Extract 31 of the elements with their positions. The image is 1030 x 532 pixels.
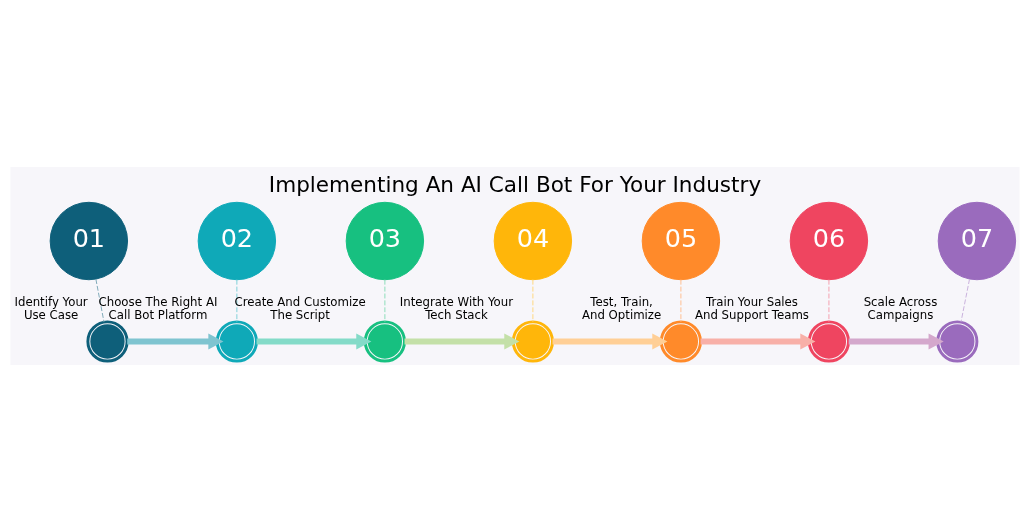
node-label: Scale Across Campaigns [863, 294, 938, 322]
node-label: Create And Customize The Script [234, 294, 366, 322]
arrow [256, 333, 372, 350]
node-circle: 06 [789, 201, 869, 281]
connector [236, 279, 238, 323]
connector [384, 279, 386, 323]
arrow [404, 333, 520, 350]
node-circle: 01 [49, 201, 129, 281]
diagram-title: Implementing An AI Call Bot For Your Industry [268, 172, 762, 198]
node-circle: 02 [197, 201, 277, 281]
connector [95, 278, 105, 323]
connector [680, 279, 682, 323]
node-circle: 04 [493, 201, 573, 281]
node-label: Integrate With Your Tech Stack [399, 294, 514, 322]
connector [960, 278, 970, 323]
node-circle [86, 320, 129, 363]
arrow [848, 333, 944, 350]
node-circle: 07 [937, 201, 1017, 281]
arrow [552, 333, 668, 350]
arrow [700, 333, 816, 350]
arrow [127, 333, 224, 350]
node-circle: 05 [641, 201, 721, 281]
node-label: Choose The Right AI Call Bot Platform [98, 294, 218, 322]
node-circle [215, 320, 258, 363]
node-circle [936, 320, 979, 363]
connector [532, 279, 534, 323]
node-circle: 03 [345, 201, 425, 281]
node-label: Test, Train, And Optimize [581, 294, 662, 322]
connector [828, 279, 830, 323]
node-label: Train Your Sales And Support Teams [694, 294, 809, 322]
node-label: Identify Your Use Case [14, 294, 88, 322]
